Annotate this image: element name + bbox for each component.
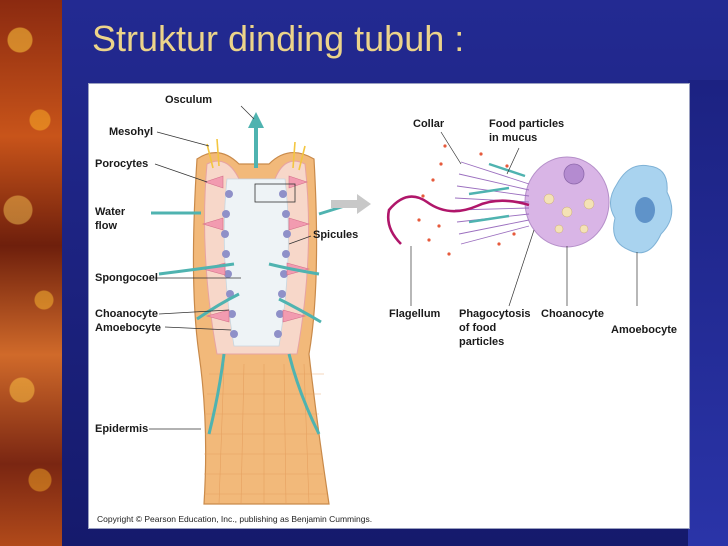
label-flagellum: Flagellum xyxy=(389,308,441,320)
choanocyte-lining xyxy=(221,190,291,338)
label-mesohyl: Mesohyl xyxy=(109,126,154,138)
label-choanocyte-left: Choanocyte xyxy=(95,308,158,320)
label-phagocytosis-line3: particles xyxy=(459,336,505,348)
collar-flow-arrows xyxy=(468,162,526,224)
choanocyte-nucleus xyxy=(563,163,585,185)
sponge-diagram xyxy=(149,105,673,505)
spicules xyxy=(206,138,306,171)
label-food-particles-line1: Food particles xyxy=(489,118,565,130)
copyright-notice: Copyright © Pearson Education, Inc., pub… xyxy=(97,514,373,524)
label-food-particles-line2: in mucus xyxy=(489,132,538,144)
figure-panel: Osculum Mesohyl Porocytes Water flow Spo… xyxy=(88,83,690,529)
label-phagocytosis-line2: of food xyxy=(459,322,497,334)
label-phagocytosis-line1: Phagocytosis xyxy=(459,308,531,320)
food-particles xyxy=(417,144,516,256)
label-epidermis: Epidermis xyxy=(95,423,149,435)
porocytes xyxy=(201,175,311,323)
leader-lines-left xyxy=(149,105,312,430)
label-amoebocyte-left: Amoebocyte xyxy=(95,322,162,334)
epidermis-texture xyxy=(204,363,327,505)
label-spongocoel: Spongocoel xyxy=(95,272,158,284)
decorative-right-strip xyxy=(688,80,728,546)
water-flow-arrows xyxy=(151,202,352,435)
label-choanocyte-right: Choanocyte xyxy=(541,308,604,320)
osculum-arrow xyxy=(248,112,264,168)
cell-detail xyxy=(386,131,673,307)
label-spicules: Spicules xyxy=(313,229,359,241)
label-water-flow-line1: Water xyxy=(95,206,126,218)
label-osculum: Osculum xyxy=(165,94,213,106)
slide-title: Struktur dinding tubuh : xyxy=(92,18,465,59)
spongocoel-cavity xyxy=(223,178,289,347)
label-porocytes: Porocytes xyxy=(95,158,149,170)
leader-lines-right xyxy=(410,131,638,307)
label-water-flow-line2: flow xyxy=(95,220,117,232)
sponge-body xyxy=(149,105,371,505)
zoom-arrow xyxy=(331,194,371,214)
amoebocyte-nucleus xyxy=(635,197,655,223)
decorative-left-strip xyxy=(0,0,62,546)
label-amoebocyte-right: Amoebocyte xyxy=(611,324,678,336)
food-vacuoles xyxy=(543,193,595,234)
flagellum-shape xyxy=(386,195,530,245)
label-collar: Collar xyxy=(413,118,445,130)
zoom-box xyxy=(254,183,296,203)
